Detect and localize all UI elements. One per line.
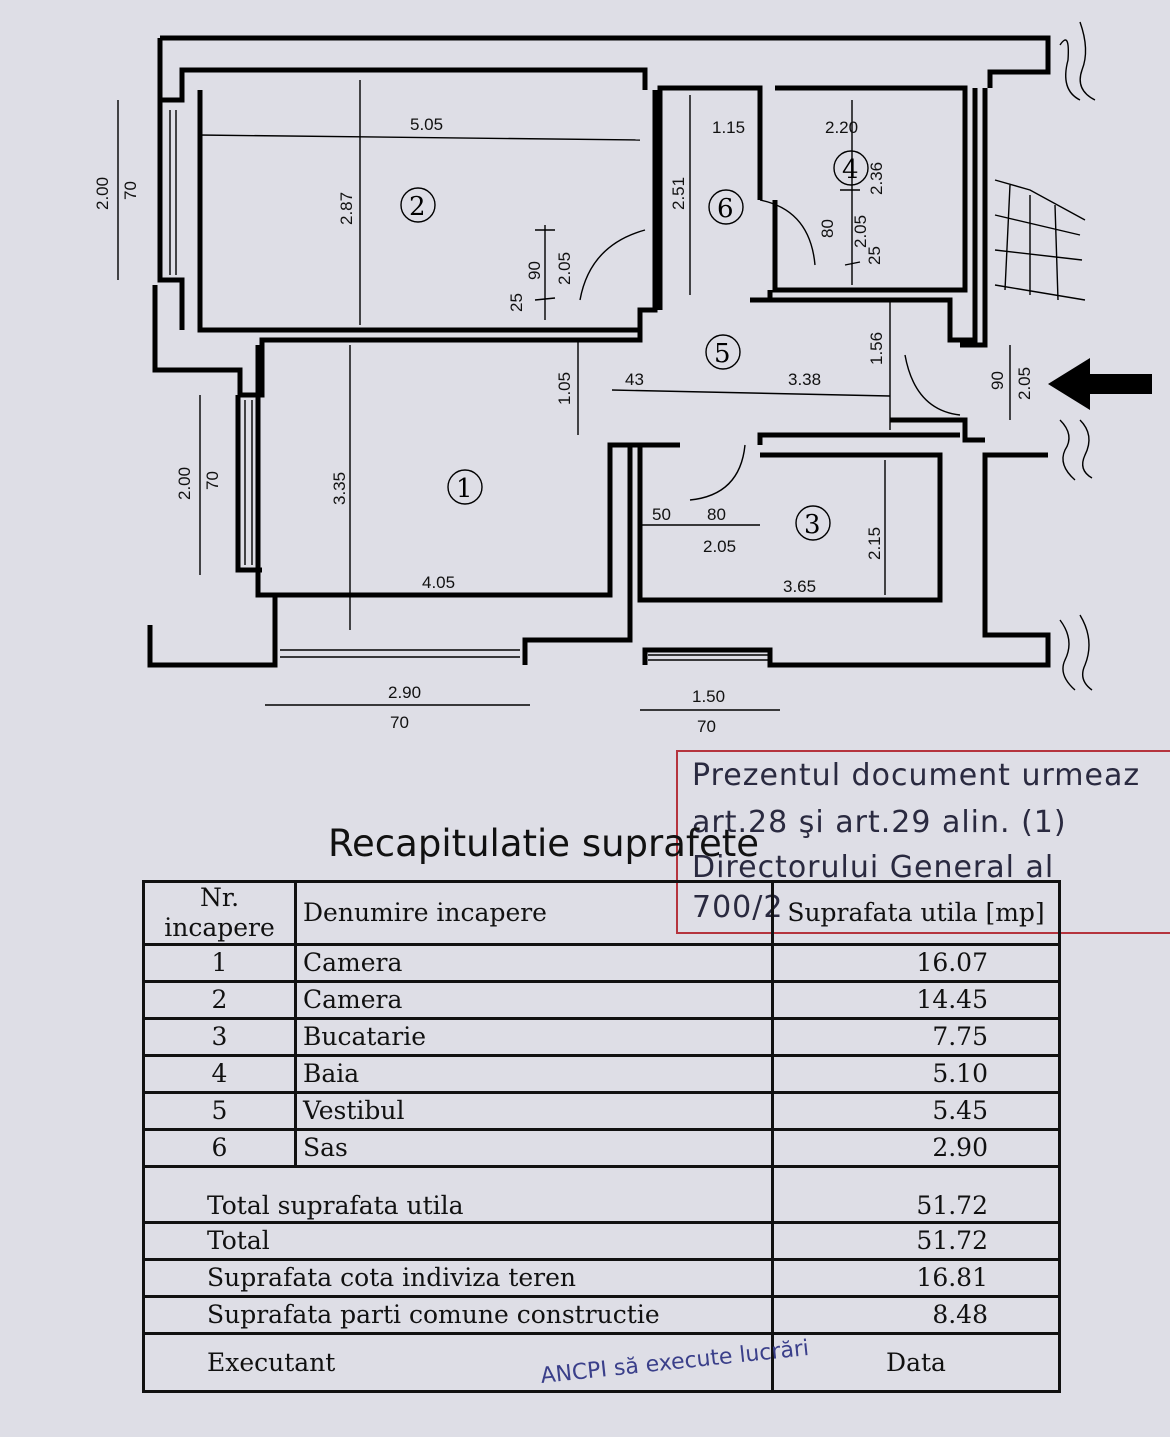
dim-text: 70 — [121, 181, 140, 200]
total-row: Suprafata parti comune constructie 8.48 — [142, 1295, 1061, 1335]
cell-area: 14.45 — [771, 980, 1061, 1020]
header-area: Suprafata utila [mp] — [771, 880, 1061, 946]
dim-text: 25 — [507, 293, 526, 312]
room-label-4: 4 — [842, 155, 859, 185]
dim-text: 3.65 — [783, 577, 816, 596]
cell-area: 5.10 — [771, 1054, 1061, 1094]
dim-text: 70 — [697, 717, 716, 736]
cell-area: 7.75 — [771, 1017, 1061, 1057]
cell-area: 2.90 — [771, 1128, 1061, 1168]
total-label: Total suprafata utila — [142, 1165, 774, 1224]
cell-nr: 2 — [142, 980, 297, 1020]
cell-nr: 1 — [142, 943, 297, 983]
dim-text: 70 — [203, 471, 222, 490]
dim-text: 2.51 — [669, 177, 688, 210]
table-row: 4 Baia 5.10 — [142, 1054, 1061, 1094]
dim-text: 2.05 — [703, 537, 736, 556]
table-header-row: Nr. incapere Denumire incapere Suprafata… — [142, 880, 1061, 946]
dimension-texts: 5.05 1.15 2.20 2.87 2.51 2.36 25 90 2.05… — [93, 115, 1034, 736]
dim-text: 2.20 — [825, 118, 858, 137]
dim-text: 2.00 — [93, 177, 112, 210]
cell-name: Sas — [294, 1128, 774, 1168]
dim-text: 80 — [818, 219, 837, 238]
dim-text: 25 — [865, 246, 884, 265]
total-row: Suprafata cota indiviza teren 16.81 — [142, 1258, 1061, 1298]
dim-text: 2.15 — [865, 527, 884, 560]
cell-nr: 5 — [142, 1091, 297, 1131]
stamp-line-3: Directorului General al — [692, 850, 1055, 885]
dim-text: 2.05 — [555, 252, 574, 285]
footer-row: Executant Data — [142, 1332, 1061, 1393]
dim-text: 3.38 — [788, 370, 821, 389]
total-value: 51.72 — [771, 1221, 1061, 1261]
table-row: 6 Sas 2.90 — [142, 1128, 1061, 1168]
recap-table: Nr. incapere Denumire incapere Suprafata… — [142, 880, 1061, 1393]
total-row: Total suprafata utila 51.72 — [142, 1165, 1061, 1224]
dim-text: 43 — [625, 370, 644, 389]
table-row: 2 Camera 14.45 — [142, 980, 1061, 1020]
cell-name: Vestibul — [294, 1091, 774, 1131]
total-value: 16.81 — [771, 1258, 1061, 1298]
date-label: Data — [771, 1332, 1061, 1393]
cell-nr: 3 — [142, 1017, 297, 1057]
total-value: 51.72 — [771, 1165, 1061, 1224]
cell-name: Camera — [294, 980, 774, 1020]
dim-text: 2.87 — [337, 192, 356, 225]
dim-text: 2.00 — [175, 467, 194, 500]
room-label-2: 2 — [409, 192, 426, 222]
recap-title: Recapitulatie suprafete — [328, 822, 759, 865]
cell-area: 16.07 — [771, 943, 1061, 983]
room-label-5: 5 — [714, 339, 731, 369]
header-nr: Nr. incapere — [142, 880, 297, 946]
room-label-3: 3 — [804, 510, 821, 540]
dim-text: 1.05 — [555, 372, 574, 405]
windows — [169, 110, 768, 661]
stamp-line-2: art.28 şi art.29 alin. (1) — [692, 805, 1067, 840]
stamp-line-1: Prezentul document urmeaz — [692, 758, 1141, 793]
executant-label: Executant — [142, 1332, 774, 1393]
dim-text: 3.35 — [330, 472, 349, 505]
total-label: Suprafata cota indiviza teren — [142, 1258, 774, 1298]
header-name: Denumire incapere — [294, 880, 774, 946]
cell-name: Baia — [294, 1054, 774, 1094]
dim-text: 90 — [988, 371, 1007, 390]
dim-text: 1.56 — [867, 332, 886, 365]
dim-text: 70 — [390, 713, 409, 732]
dim-text: 2.36 — [867, 162, 886, 195]
dimension-lines — [117, 80, 1011, 711]
dim-text: 4.05 — [422, 573, 455, 592]
cell-area: 5.45 — [771, 1091, 1061, 1131]
dim-text: 5.05 — [410, 115, 443, 134]
dim-text: 80 — [707, 505, 726, 524]
stairs — [994, 179, 1086, 301]
dim-text: 2.90 — [388, 683, 421, 702]
dim-text: 2.05 — [851, 215, 870, 248]
dim-text: 1.50 — [692, 687, 725, 706]
break-marks — [1059, 21, 1096, 691]
total-value: 8.48 — [771, 1295, 1061, 1335]
dim-text: 1.15 — [712, 118, 745, 137]
entrance-arrow-icon — [1048, 358, 1152, 410]
dim-text: 90 — [525, 261, 544, 280]
total-label: Total — [142, 1221, 774, 1261]
table-row: 5 Vestibul 5.45 — [142, 1091, 1061, 1131]
total-label: Suprafata parti comune constructie — [142, 1295, 774, 1335]
total-row: Total 51.72 — [142, 1221, 1061, 1261]
dim-text: 50 — [652, 505, 671, 524]
table-row: 1 Camera 16.07 — [142, 943, 1061, 983]
doors — [579, 199, 961, 501]
cell-nr: 4 — [142, 1054, 297, 1094]
floor-plan: 1 2 3 4 5 6 5.05 1.15 2.20 2.87 2.51 2.3… — [93, 21, 1152, 736]
room-label-6: 6 — [717, 194, 734, 224]
table-row: 3 Bucatarie 7.75 — [142, 1017, 1061, 1057]
room-labels: 1 2 3 4 5 6 — [400, 150, 869, 541]
cell-name: Bucatarie — [294, 1017, 774, 1057]
room-label-1: 1 — [456, 474, 473, 504]
dim-text: 2.05 — [1015, 367, 1034, 400]
cell-name: Camera — [294, 943, 774, 983]
cell-nr: 6 — [142, 1128, 297, 1168]
walls — [147, 35, 1051, 668]
